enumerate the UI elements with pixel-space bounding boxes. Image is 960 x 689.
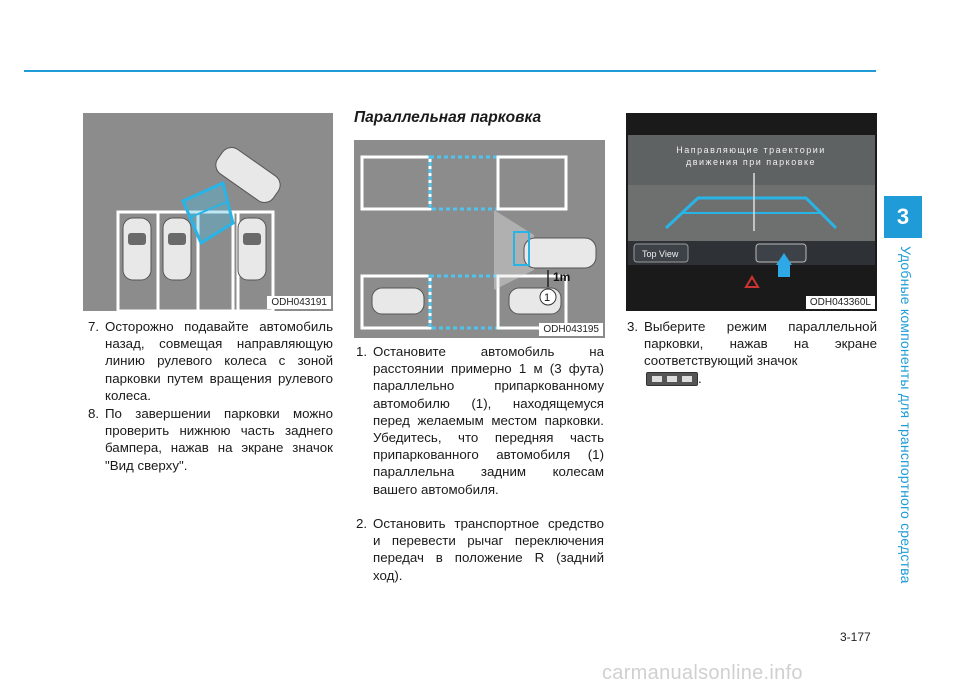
list-number: 7. (88, 319, 100, 334)
list-text: Остановите автомобиль на расстоянии прим… (373, 344, 604, 497)
distance-label: 1m (553, 270, 570, 284)
parallel-parking-icon (646, 372, 698, 387)
figure-reverse-parking: ODH043191 (83, 113, 333, 311)
list-item-1: 1. Остановите автомобиль на расстоянии п… (356, 343, 604, 498)
figure-parallel-parking-illustration: 1 1m (354, 140, 605, 338)
list-text: По завершении парковки можно проверить н… (105, 406, 333, 473)
list-number: 3. (627, 319, 639, 334)
screen-title-line2: движения при парковке (686, 157, 816, 167)
figure-code: ODH043195 (539, 323, 603, 336)
top-view-button: Top View (642, 249, 679, 259)
list-text-suffix: . (698, 370, 702, 386)
list-item-2: 2. Остановить транспортное средство и пе… (356, 515, 604, 584)
list-number: 1. (356, 344, 368, 359)
list-item-3: 3. Выберите режим параллельной парковки,… (627, 318, 877, 387)
list-item-7: 7. Осторожно подавайте автомобиль назад,… (88, 318, 333, 404)
figure-display-illustration: Top View Направляющие траектории движени… (626, 113, 877, 311)
list-number: 2. (356, 516, 368, 531)
parked-car-marker: 1 (544, 292, 550, 304)
list-item-8: 8. По завершении парковки можно проверит… (88, 405, 333, 474)
figure-display-screen: Top View Направляющие траектории движени… (626, 113, 877, 311)
header-rule (24, 70, 876, 72)
chapter-side-label: Удобные компоненты для транспортного сре… (898, 246, 914, 584)
figure-parallel-parking: 1 1m ODH043195 (354, 140, 605, 338)
list-text: Осторожно подавайте автомобиль назад, со… (105, 319, 333, 403)
chapter-tab: 3 (884, 196, 922, 238)
figure-code: ODH043191 (267, 296, 331, 309)
screen-title-line1: Направляющие траектории (676, 145, 826, 155)
list-number: 8. (88, 406, 100, 421)
watermark: carmanualsonline.info (602, 662, 803, 684)
figure-reverse-parking-illustration (83, 113, 333, 311)
page-number: 3-177 (840, 630, 871, 644)
section-title: Параллельная парковка (354, 109, 542, 126)
list-text: Остановить транспортное средство и перев… (373, 516, 604, 583)
list-text-body: Выберите режим параллельной парковки, на… (644, 319, 877, 369)
figure-code: ODH043360L (805, 296, 875, 309)
list-text: Выберите режим параллельной парковки, на… (644, 318, 877, 387)
